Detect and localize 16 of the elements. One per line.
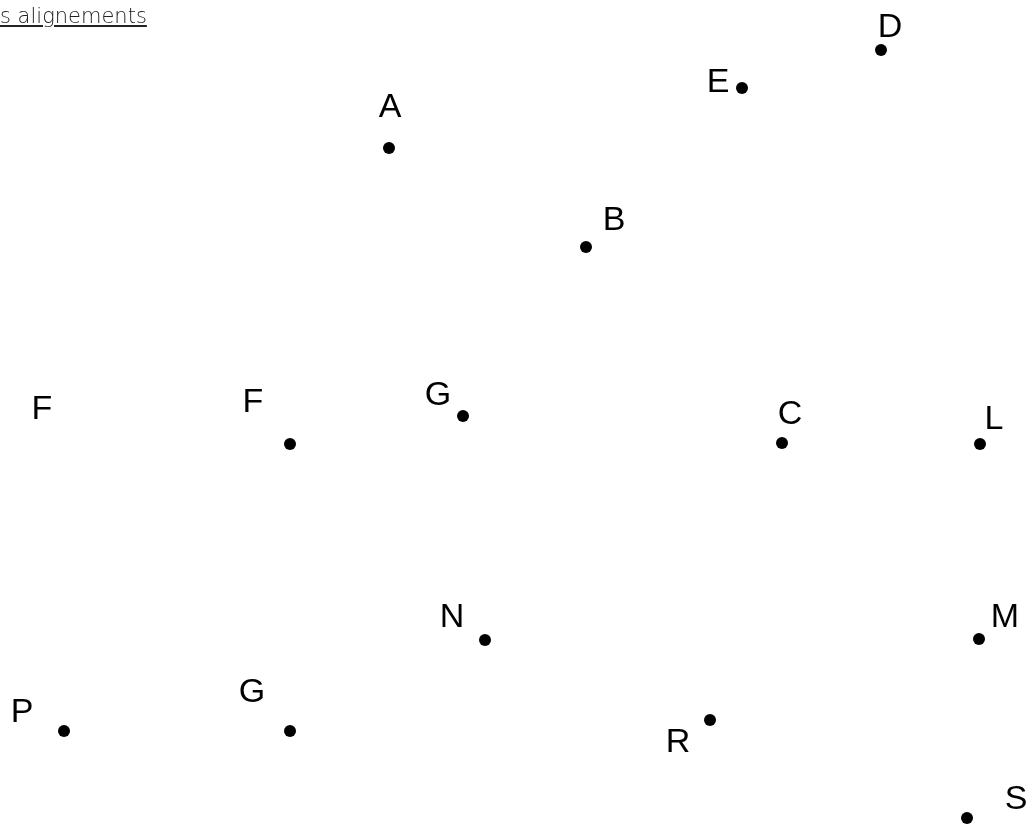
point-label: C [777, 395, 803, 429]
point-label: L [984, 400, 1004, 434]
point-label: F [242, 383, 264, 417]
point-label: M [990, 598, 1020, 632]
point-label: G [238, 673, 266, 707]
title: s alignements [0, 4, 147, 28]
point-label: A [378, 88, 402, 122]
point-label: G [424, 376, 452, 410]
point-label: F [31, 390, 53, 424]
point-label: R [665, 723, 691, 757]
point-label: P [10, 693, 34, 727]
point-label: E [706, 63, 730, 97]
point-label: S [1004, 780, 1028, 814]
point-label: N [439, 598, 465, 632]
point-label: B [602, 201, 626, 235]
point-label: D [877, 8, 903, 42]
